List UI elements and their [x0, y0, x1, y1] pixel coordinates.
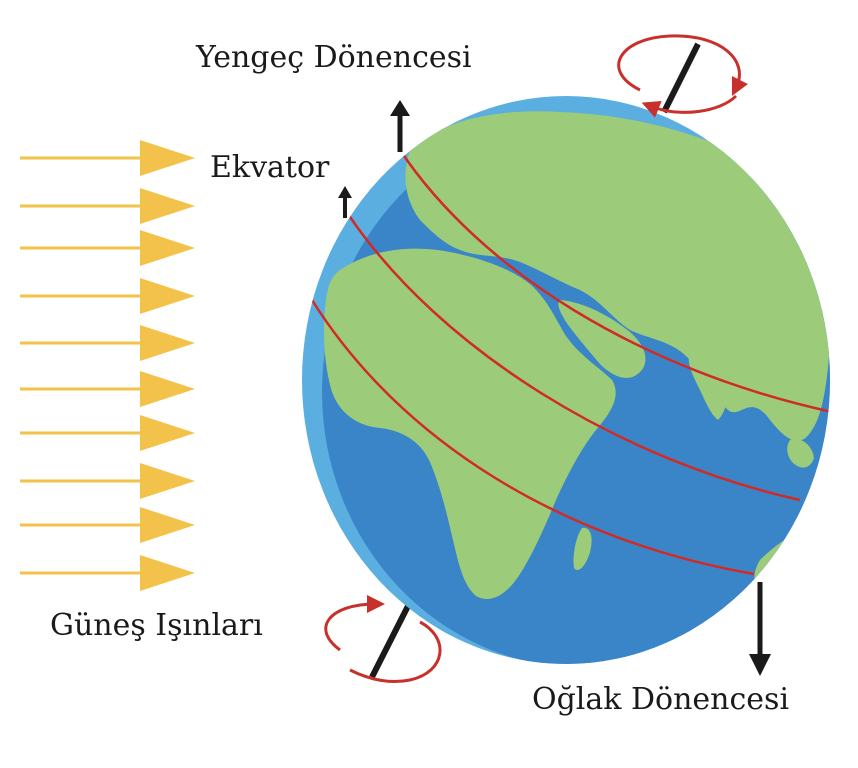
equator-line — [346, 213, 801, 502]
globe — [302, 96, 830, 664]
continent-eurasia — [405, 111, 830, 441]
islands-southeast-asia — [787, 438, 814, 468]
continent-india — [688, 350, 728, 420]
continent-arabia — [558, 300, 646, 378]
sun-ray — [20, 463, 195, 499]
sun-ray — [20, 555, 195, 591]
cancer-up-arrow — [390, 100, 410, 152]
equator-up-arrow — [338, 186, 352, 218]
sun-ray — [20, 188, 195, 224]
capricorn-down-arrow — [749, 582, 771, 676]
equator-label: Ekvator — [210, 150, 330, 185]
tropic-of-capricorn-label: Oğlak Dönencesi — [532, 682, 790, 717]
tropic-of-cancer-label: Yengeç Dönencesi — [196, 40, 472, 75]
sun-ray — [20, 325, 195, 361]
rotation-arrow-top — [617, 34, 749, 118]
sun-rays-label: Güneş Işınları — [50, 608, 263, 643]
earth-axis-top — [661, 42, 701, 114]
tropic-of-capricorn-line — [310, 299, 755, 576]
sun-ray — [20, 507, 195, 543]
tropic-of-cancer-line — [398, 149, 830, 414]
rotation-arrow-bottom — [324, 595, 442, 684]
sun-ray — [20, 415, 195, 451]
sun-ray — [20, 371, 195, 407]
continent-africa — [324, 248, 616, 600]
earth-axis-bottom — [369, 604, 411, 679]
sun-rays — [20, 140, 195, 591]
island-madagascar — [573, 527, 592, 571]
sun-ray — [20, 140, 195, 176]
sun-ray — [20, 278, 195, 314]
sun-ray — [20, 230, 195, 266]
